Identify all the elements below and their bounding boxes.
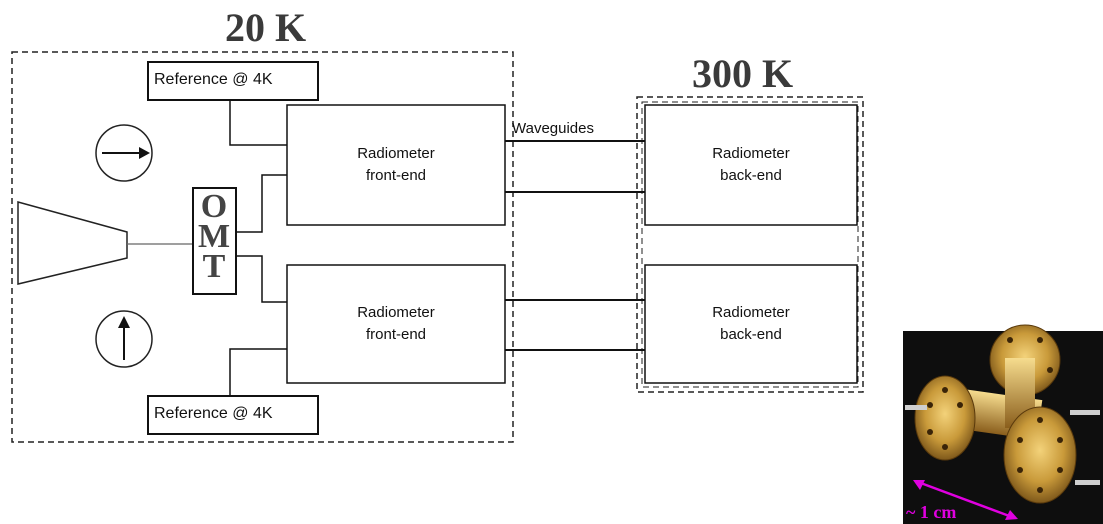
front-end-top-line2: front-end — [365, 167, 427, 184]
omt-letter-t: T — [202, 248, 226, 285]
reference-box-bottom — [147, 395, 319, 435]
omt-box — [192, 187, 237, 295]
waveguides-label: Waveguides — [512, 120, 594, 137]
back-end-bottom-line1: Radiometer — [712, 304, 790, 321]
front-end-box-top — [286, 104, 506, 226]
warm-stage-title: 300 K — [692, 51, 794, 96]
back-end-bottom-line2: back-end — [720, 326, 782, 343]
front-end-top: Radiometer front-end — [287, 105, 505, 225]
front-end-bottom-line1: Radiometer — [357, 304, 435, 321]
omt-letter-o: O — [200, 188, 228, 225]
front-end-bottom: Radiometer front-end — [287, 265, 505, 383]
back-end-box-top — [644, 104, 858, 226]
back-end-bottom: Radiometer back-end — [645, 265, 857, 383]
back-end-box-bottom — [644, 264, 858, 384]
reference-box-top — [147, 61, 319, 101]
warm-stage-boundary-outer — [636, 96, 864, 393]
reference-label-bottom: Reference @ 4K — [154, 405, 273, 422]
front-end-top-line1: Radiometer — [357, 145, 435, 162]
ref-bottom-connector — [229, 348, 287, 396]
omt-letter-m: M — [197, 218, 231, 255]
photo-scale-caption: ~ 1 cm — [906, 502, 957, 522]
cold-stage-boundary — [11, 51, 514, 443]
omt-bottom-connector — [236, 255, 287, 303]
back-end-top-line1: Radiometer — [712, 145, 790, 162]
front-end-bottom-line2: front-end — [365, 326, 427, 343]
front-end-box-bottom — [286, 264, 506, 384]
reference-label-top: Reference @ 4K — [154, 71, 273, 88]
feed-horn — [17, 201, 128, 285]
omt-top-connector — [236, 174, 287, 233]
back-end-top: Radiometer back-end — [645, 105, 857, 225]
omt-photo — [903, 324, 1103, 524]
ref-top-connector — [229, 100, 287, 146]
omt-label: O M T — [194, 188, 234, 285]
cold-stage-title: 20 K — [225, 5, 307, 50]
polarization-horizontal-icon — [95, 124, 153, 182]
polarization-vertical-icon — [95, 310, 153, 368]
back-end-top-line2: back-end — [720, 167, 782, 184]
